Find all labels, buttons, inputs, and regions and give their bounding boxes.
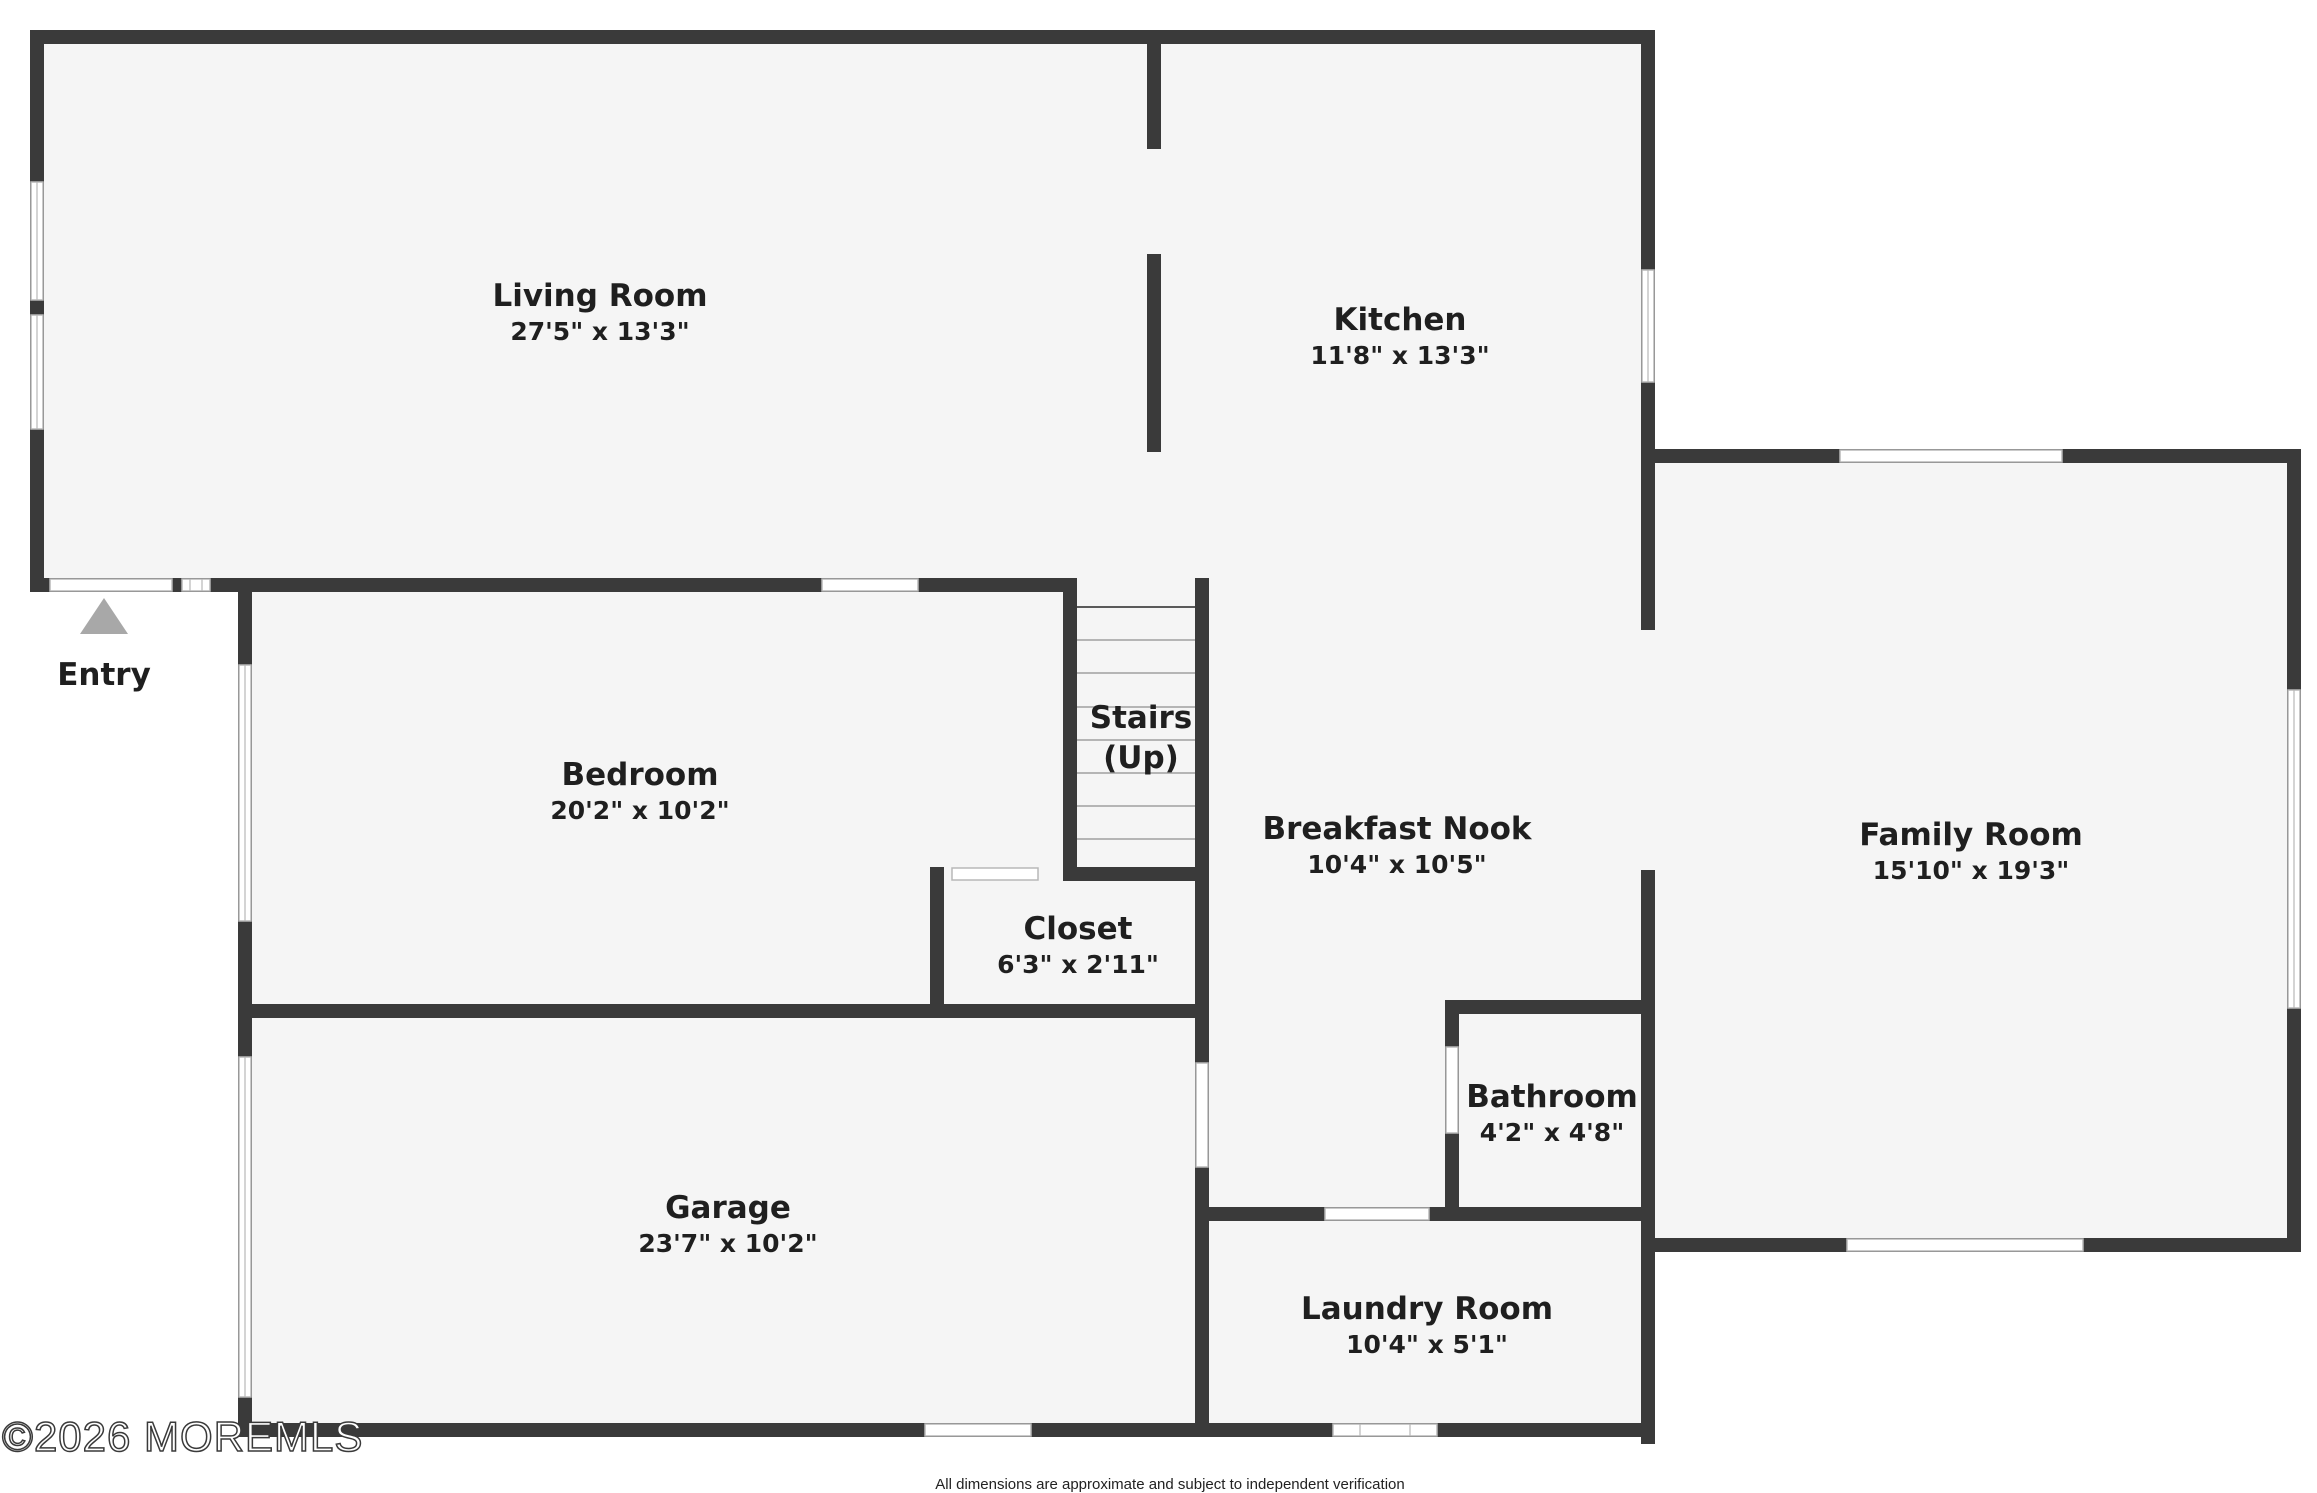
bedroom-dims: 20'2" x 10'2" [550, 796, 729, 825]
living-room-name: Living Room [492, 278, 707, 314]
window-laundry-bottom [1332, 1423, 1438, 1437]
stairs-treads [1077, 606, 1195, 840]
closet-door-opening [951, 867, 1039, 881]
kitchen-name: Kitchen [1333, 302, 1466, 338]
living-room-dims: 27'5" x 13'3" [510, 317, 689, 346]
kitchen-dims: 11'8" x 13'3" [1310, 341, 1489, 370]
window-family-top [1839, 449, 2063, 463]
windows [30, 181, 2301, 1437]
laundry-room-name: Laundry Room [1301, 1291, 1553, 1327]
window-mullions [36, 182, 2295, 1436]
room-labels: Living Room 27'5" x 13'3" Kitchen 11'8" … [492, 278, 2082, 1359]
bathroom-door-opening [1445, 1046, 1459, 1134]
closet-dims: 6'3" x 2'11" [997, 950, 1159, 979]
window-family-bottom [1846, 1238, 2084, 1252]
entry-door-opening [49, 578, 173, 592]
entry-arrow-icon [80, 598, 128, 634]
family-room-name: Family Room [1859, 817, 2083, 853]
entry-label: Entry [57, 657, 151, 693]
watermark: ©2026 MOREMLS [2, 1413, 363, 1460]
stairs-name-line1: Stairs [1090, 700, 1192, 736]
garage-dims: 23'7" x 10'2" [638, 1229, 817, 1258]
window-bedroom-top [821, 578, 919, 592]
disclaimer: All dimensions are approximate and subje… [935, 1476, 1404, 1493]
stairs-name-line2: (Up) [1103, 740, 1179, 776]
family-room-dims: 15'10" x 19'3" [1873, 856, 2070, 885]
entry-side-window [181, 578, 211, 592]
garage-door-opening [1195, 1062, 1209, 1168]
bathroom-name: Bathroom [1466, 1079, 1638, 1115]
laundry-room-dims: 10'4" x 5'1" [1346, 1330, 1508, 1359]
breakfast-nook-dims: 10'4" x 10'5" [1307, 850, 1486, 879]
breakfast-nook-name: Breakfast Nook [1262, 811, 1532, 847]
floor-fills [37, 37, 2294, 1430]
closet-name: Closet [1024, 911, 1133, 947]
garage-name: Garage [665, 1190, 791, 1226]
bedroom-name: Bedroom [561, 757, 718, 793]
bathroom-dims: 4'2" x 4'8" [1480, 1118, 1624, 1147]
window-garage-bottom [924, 1423, 1032, 1437]
laundry-door-opening [1324, 1207, 1430, 1221]
